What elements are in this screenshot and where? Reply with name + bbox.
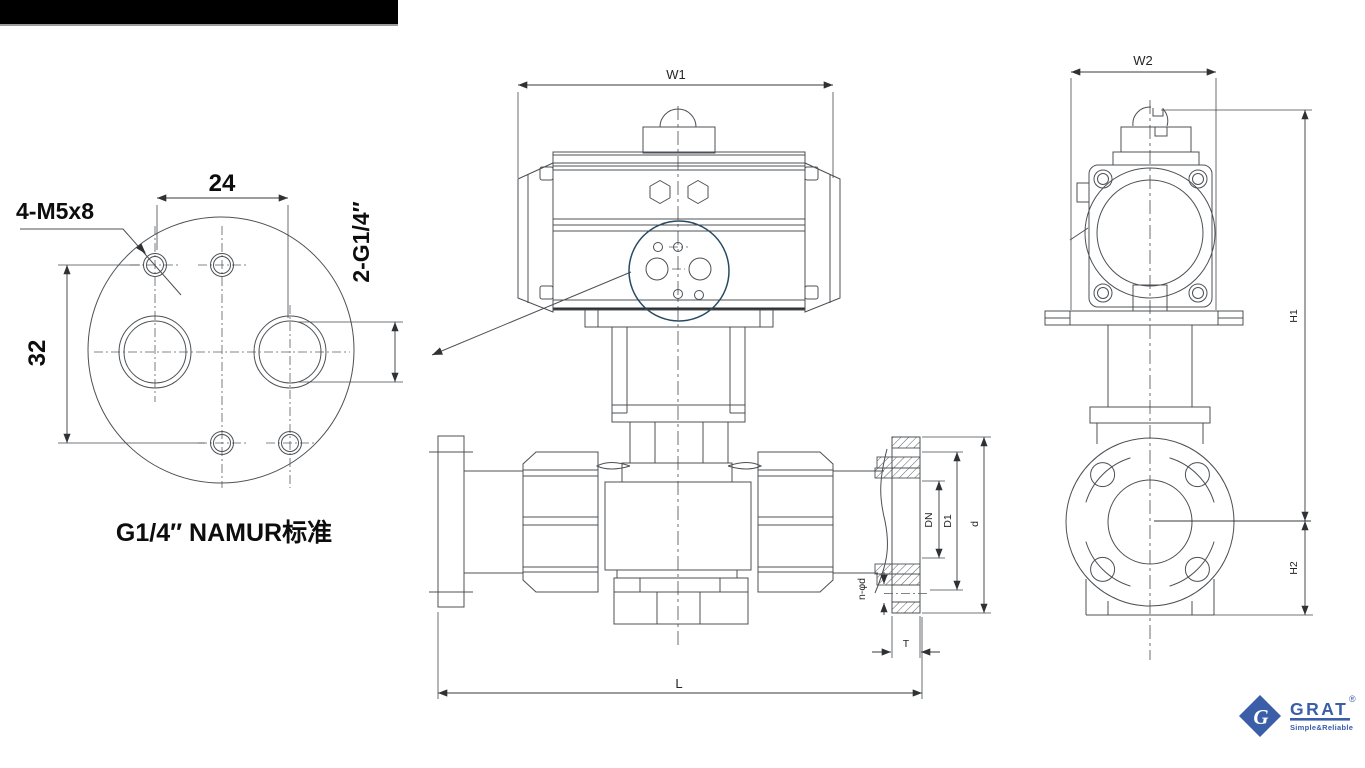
detail-view-caption: G1/4″ NAMUR标准 <box>116 519 332 547</box>
leader-arrowhead-icon <box>136 243 146 254</box>
dim-label-t: T <box>903 638 910 650</box>
dim-label-w1: W1 <box>666 67 686 82</box>
dim-label-w2: W2 <box>1133 53 1153 68</box>
detail-reference-arrow <box>431 271 632 356</box>
dim-label-d: d <box>969 521 981 527</box>
actuator-body-front <box>517 151 841 313</box>
valve-flange-side <box>1065 437 1235 616</box>
air-port-callout-label: 2-G1/4″ <box>348 201 374 282</box>
dim-label-h2: H2 <box>1288 561 1300 575</box>
thread-callout-label: 4-M5x8 <box>16 198 94 224</box>
dim-label-dn: DN <box>923 512 935 527</box>
dim-label-d1: D1 <box>942 514 954 528</box>
logo-registered-mark: ® <box>1349 694 1356 704</box>
valve-body-front <box>595 462 763 625</box>
side-mount-plate <box>1044 310 1244 326</box>
air-port-holes <box>118 315 327 389</box>
actuator-left-end-cap <box>517 162 554 313</box>
dim-label-l: L <box>675 676 682 691</box>
union-nut-left <box>522 451 599 593</box>
actuator-body-side <box>1069 126 1216 312</box>
union-nut-right <box>757 451 834 593</box>
actuator-position-indicator <box>642 108 716 154</box>
dim-label-n-bolt-holes: n-φd <box>856 578 868 600</box>
right-flange-section <box>833 436 928 614</box>
mounting-bracket <box>584 309 774 464</box>
valve-neck-side <box>1089 325 1211 444</box>
corner-bolts <box>1093 169 1208 303</box>
top-black-bar <box>0 0 398 26</box>
dim-label-32: 32 <box>24 340 51 367</box>
logo-brand-text: GRAT <box>1290 699 1348 719</box>
dim-label-h1: H1 <box>1288 309 1300 323</box>
front-view: W1 <box>429 67 991 699</box>
m5-mounting-holes <box>143 253 302 455</box>
logo-underline <box>1290 718 1350 721</box>
grat-logo: G GRAT ® Simple&Reliable <box>1239 694 1356 737</box>
namur-interface-pattern <box>645 242 712 300</box>
dim-label-24: 24 <box>209 170 236 197</box>
air-port-plugs <box>649 180 709 204</box>
mount-face-circle <box>87 216 355 484</box>
thread-callout-leader <box>20 228 182 296</box>
side-view: W2 <box>1044 53 1313 660</box>
logo-tagline: Simple&Reliable <box>1290 723 1353 732</box>
left-flange <box>429 435 523 608</box>
actuator-right-end-cap <box>804 162 841 313</box>
logo-diamond-icon <box>1239 695 1281 737</box>
detail-circle <box>628 220 730 322</box>
logo-monogram-icon: G <box>1253 705 1268 729</box>
namur-detail-view: 24 32 4-M5x8 2-G1/4″ G1/4″ NAMUR标准 <box>16 170 403 547</box>
